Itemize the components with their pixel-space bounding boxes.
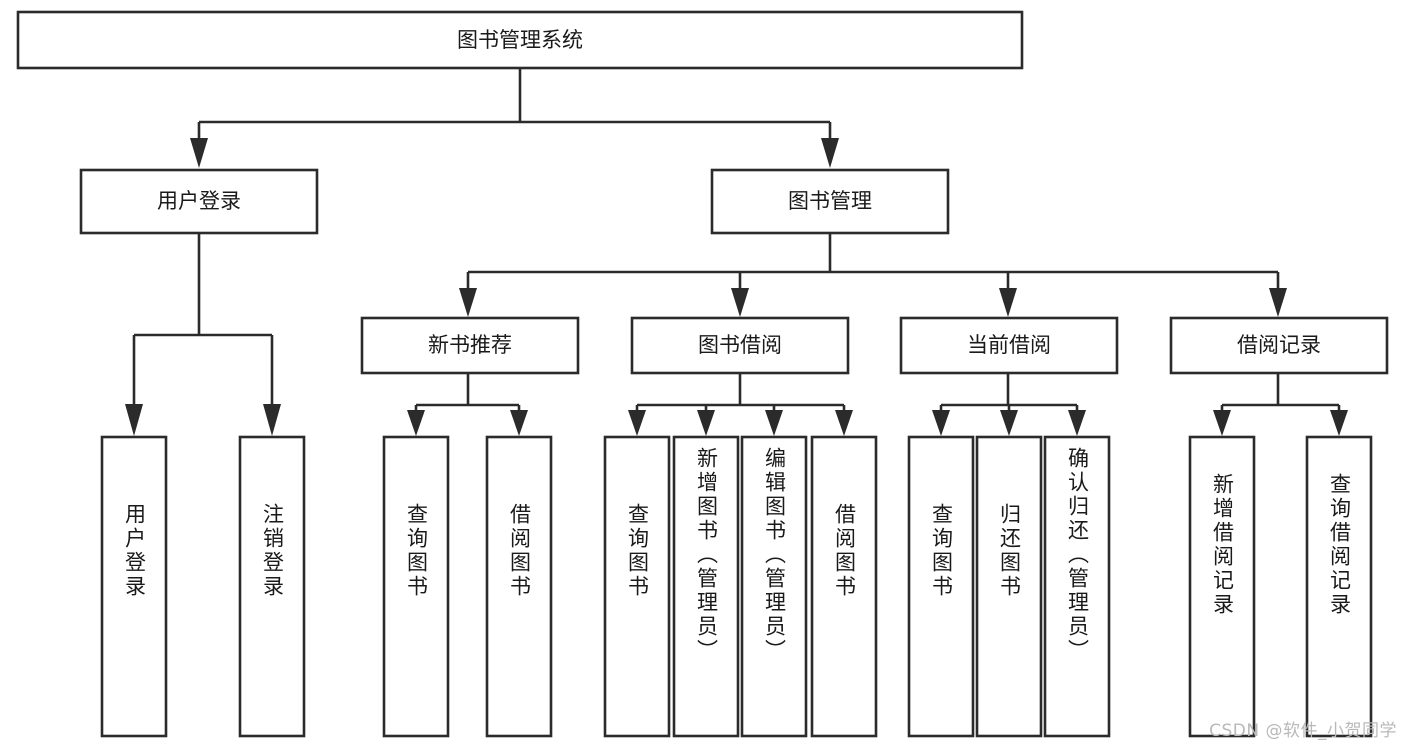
node-book-borrow-label: 图书借阅 xyxy=(698,333,782,357)
node-new-book-recommend[interactable]: 新书推荐 xyxy=(360,316,580,375)
node-book-borrow-box[interactable] xyxy=(630,316,850,375)
node-leaf-query-book-3-box[interactable] xyxy=(907,435,975,738)
node-leaf-confirm-return-box[interactable] xyxy=(1043,435,1111,738)
node-user-login-label: 用户登录 xyxy=(157,189,241,213)
node-current-borrow[interactable]: 当前借阅 xyxy=(899,316,1119,375)
node-leaf-query-record-box[interactable] xyxy=(1305,435,1373,738)
arrow-head-leaf-return-book xyxy=(1000,410,1018,436)
node-book-manage-box[interactable] xyxy=(710,168,950,235)
node-borrow-record[interactable]: 借阅记录 xyxy=(1169,316,1389,375)
arrow-head-leaf-query-book-3 xyxy=(932,410,950,436)
node-leaf-return-book-box[interactable] xyxy=(975,435,1043,738)
node-current-borrow-box[interactable] xyxy=(899,316,1119,375)
node-book-manage-label: 图书管理 xyxy=(788,189,872,213)
node-root[interactable]: 图书管理系统 xyxy=(16,10,1024,70)
arrow-head-leaf-edit-book xyxy=(765,410,783,436)
arrow-head-leaf-logout-login xyxy=(263,404,281,436)
arrow-head-leaf-query-book-2 xyxy=(628,410,646,436)
node-leaf-add-book-box[interactable] xyxy=(672,435,740,738)
node-leaf-user-login-box[interactable] xyxy=(100,435,168,738)
node-leaf-edit-book-box[interactable] xyxy=(740,435,808,738)
arrow-head-leaf-borrow-book-1 xyxy=(510,410,528,436)
arrow-head-leaf-confirm-return xyxy=(1068,410,1086,436)
node-leaf-borrow-book-2-box[interactable] xyxy=(810,435,878,738)
arrow-head-book-manage xyxy=(821,138,839,168)
arrow-head-leaf-user-login xyxy=(125,404,143,436)
watermark-text: CSDN @软件_小贺同学 xyxy=(1209,721,1397,741)
node-leaf-borrow-book-1-box[interactable] xyxy=(485,435,553,738)
node-root-label: 图书管理系统 xyxy=(457,28,583,52)
arrow-head-book-borrow xyxy=(731,288,749,317)
connector-layer xyxy=(125,68,1348,436)
arrow-head-user-login xyxy=(190,138,208,168)
arrow-head-new-book-recommend xyxy=(459,288,477,317)
arrow-head-leaf-add-book xyxy=(697,410,715,436)
node-leaf-query-book-1-box[interactable] xyxy=(382,435,450,738)
node-user-login-box[interactable] xyxy=(79,168,319,235)
arrow-head-leaf-query-book-1 xyxy=(407,410,425,436)
arrow-head-leaf-add-record xyxy=(1213,410,1231,436)
arrow-head-current-borrow xyxy=(999,288,1017,317)
node-leaf-add-record-box[interactable] xyxy=(1188,435,1256,738)
node-book-borrow[interactable]: 图书借阅 xyxy=(630,316,850,375)
node-book-manage[interactable]: 图书管理 xyxy=(710,168,950,235)
arrow-head-leaf-query-record xyxy=(1330,410,1348,436)
node-root-box[interactable] xyxy=(16,10,1024,70)
node-new-book-recommend-box[interactable] xyxy=(360,316,580,375)
node-user-login[interactable]: 用户登录 xyxy=(79,168,319,235)
node-borrow-record-box[interactable] xyxy=(1169,316,1389,375)
node-leaf-logout-login-box[interactable] xyxy=(238,435,306,738)
node-current-borrow-label: 当前借阅 xyxy=(967,333,1051,357)
arrow-head-borrow-record xyxy=(1269,288,1287,317)
node-leaf-query-book-2-box[interactable] xyxy=(603,435,671,738)
node-borrow-record-label: 借阅记录 xyxy=(1237,333,1321,357)
arrow-head-leaf-borrow-book-2 xyxy=(835,410,853,436)
node-new-book-recommend-label: 新书推荐 xyxy=(428,333,512,357)
